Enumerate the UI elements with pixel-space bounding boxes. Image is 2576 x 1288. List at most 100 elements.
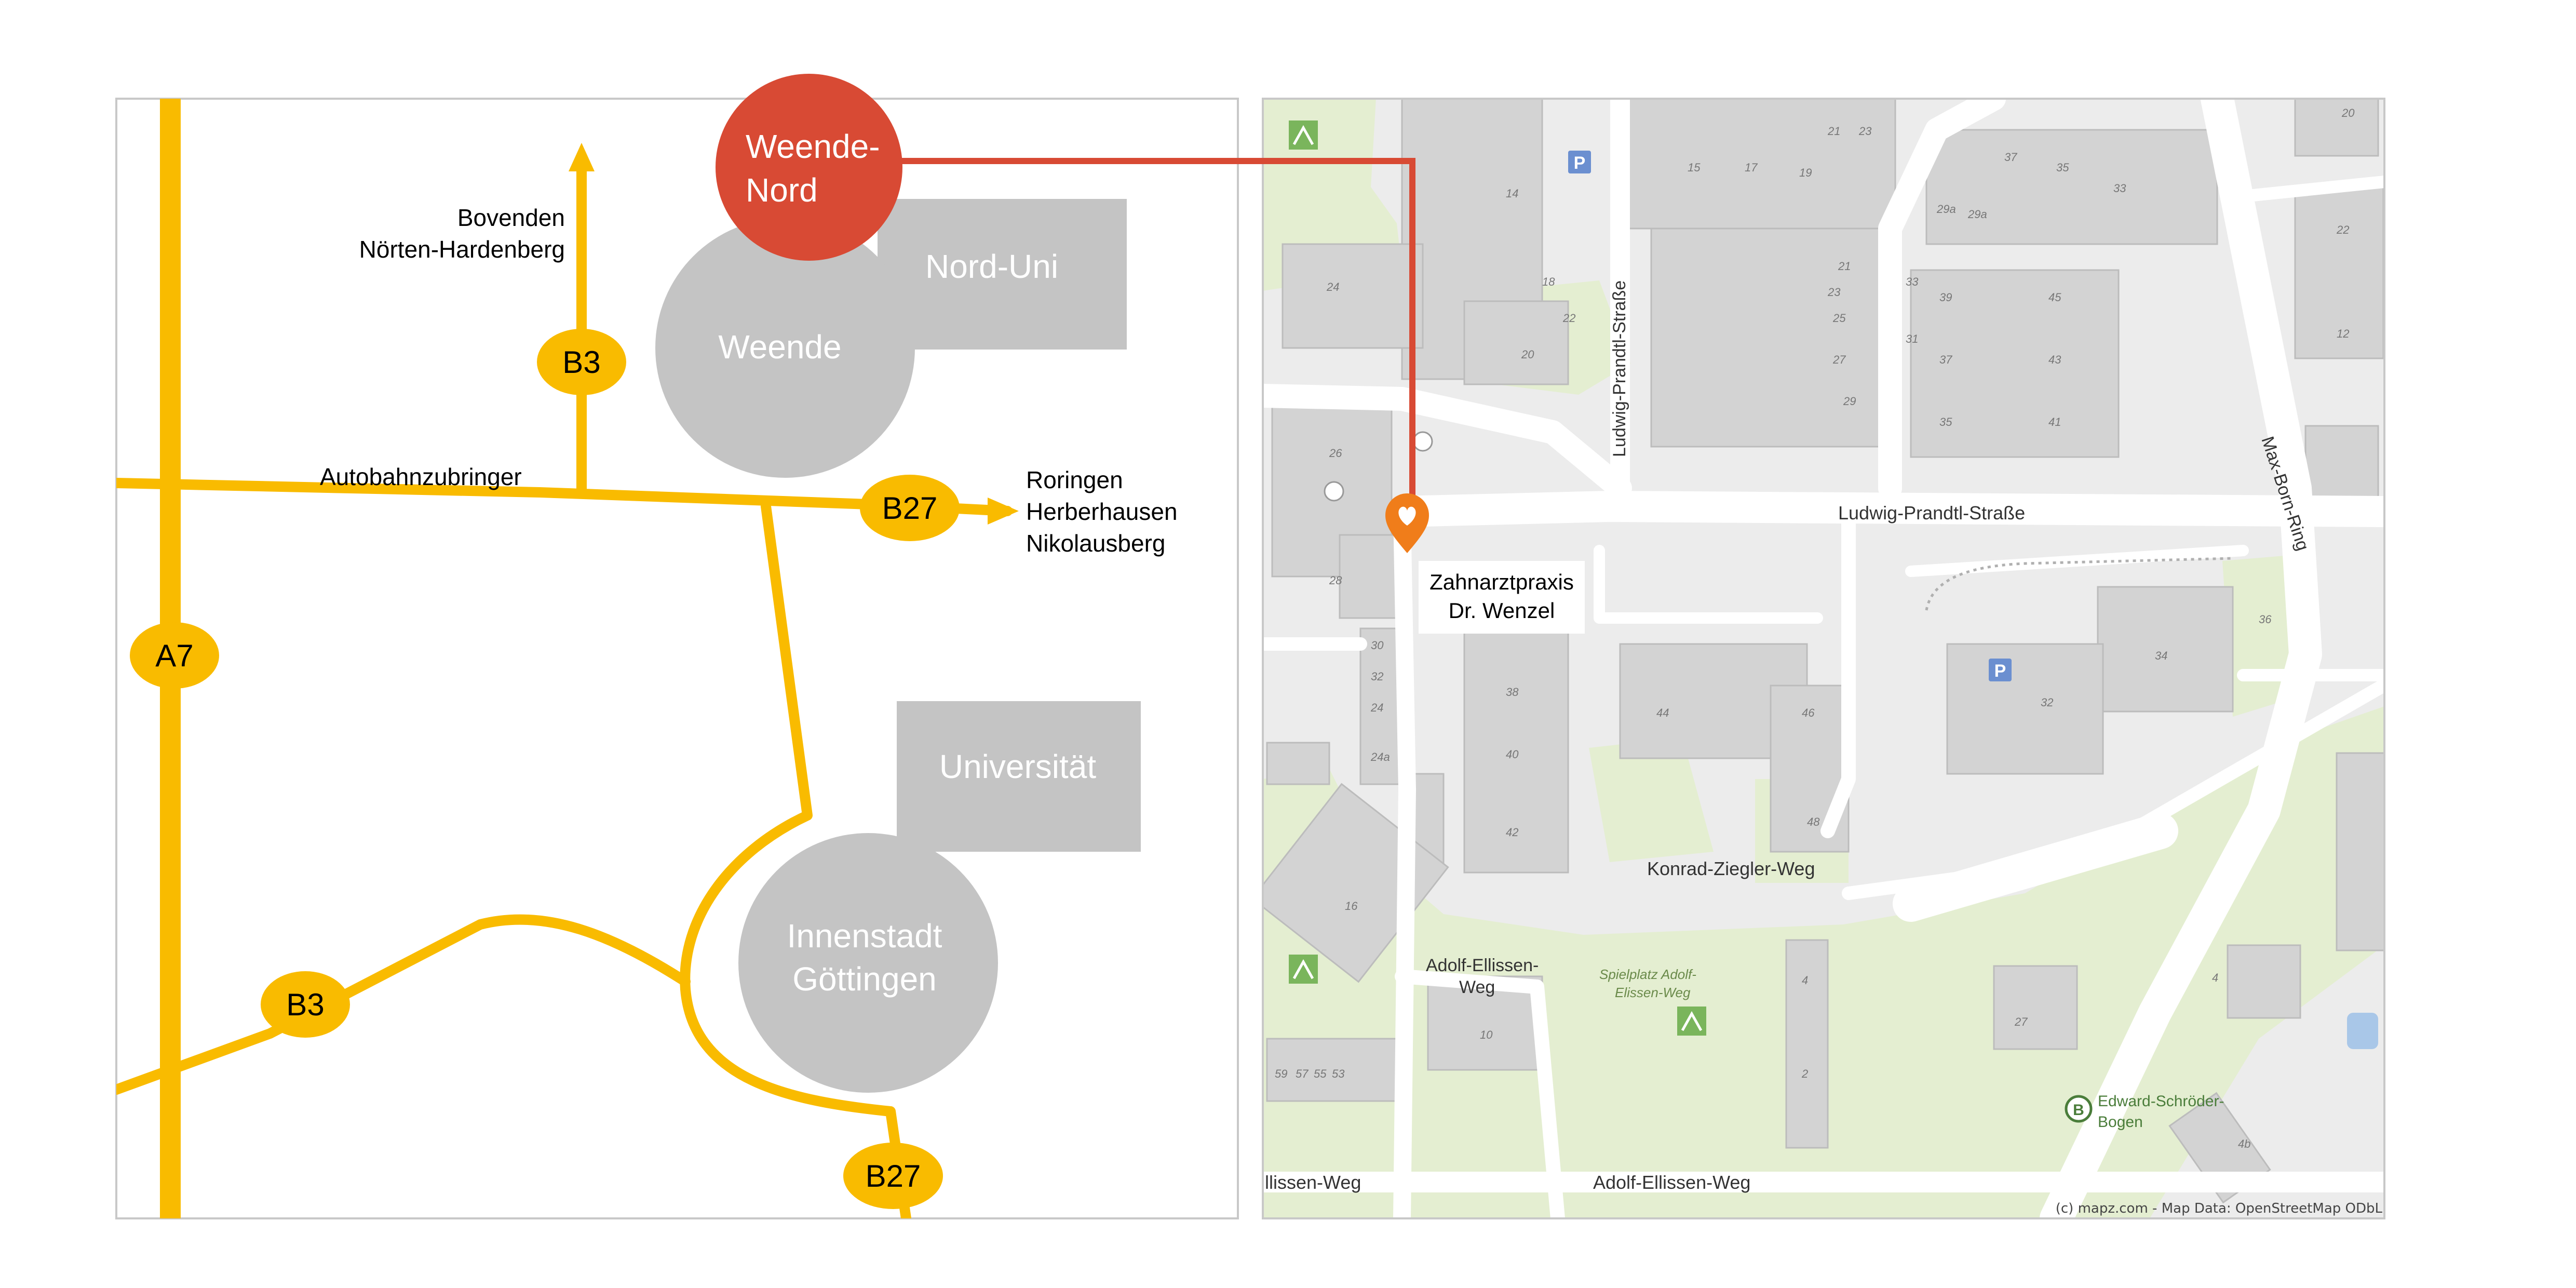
house-number: 42	[1506, 826, 1518, 839]
house-number: 16	[1345, 900, 1358, 913]
label-adolf-ellissen-weg-top-a: Adolf-Ellissen-	[1426, 956, 1539, 975]
house-number: 59	[1275, 1067, 1287, 1080]
house-number: 29a	[1936, 203, 1956, 216]
label-adolf-ellissen-weg-bottom: Adolf-Ellissen-Weg	[1593, 1172, 1750, 1193]
house-number: 27	[1832, 353, 1846, 366]
house-number: 22	[2336, 223, 2349, 236]
badge-b3-north: B3	[537, 329, 626, 395]
arrow-east-icon	[988, 498, 1019, 525]
house-number: 37	[1939, 353, 1952, 366]
house-number: 21	[1827, 125, 1840, 138]
label-universitaet: Universität	[939, 748, 1097, 785]
house-number: 48	[1807, 815, 1820, 828]
label-spielplatz-b: Elissen-Weg	[1615, 985, 1691, 1000]
playground-icon	[1289, 120, 1318, 150]
house-number: 24	[1370, 701, 1383, 714]
house-number: 57	[1296, 1067, 1309, 1080]
house-number: 20	[1521, 348, 1534, 361]
house-number: 21	[1838, 260, 1851, 273]
label-spielplatz-a: Spielplatz Adolf-	[1599, 967, 1696, 982]
house-number: 29a	[1967, 208, 1987, 221]
connector-line	[878, 158, 1415, 503]
house-number: 45	[2048, 291, 2061, 304]
house-number: 44	[1656, 706, 1669, 719]
destination-herberhausen: Herberhausen	[1026, 498, 1178, 525]
label-adolf-ellissen-weg-top-b: Weg	[1459, 977, 1495, 997]
badge-a7-label: A7	[155, 638, 193, 673]
house-number: 32	[2041, 696, 2053, 709]
badge-b3-north-label: B3	[562, 345, 600, 380]
house-number: 8	[1584, 88, 1590, 101]
bus-stop-icon: B	[2065, 1095, 2093, 1123]
arrow-north-icon	[569, 143, 595, 171]
destination-bovenden: Bovenden	[457, 204, 565, 231]
badge-a7: A7	[130, 622, 219, 689]
house-number: 26	[1329, 447, 1342, 460]
house-number: 23	[1858, 125, 1872, 138]
label-weende-nord-line1: Weende-	[746, 128, 880, 165]
house-number: 28	[1329, 574, 1342, 587]
label-innenstadt-line1: Innenstadt	[787, 917, 942, 955]
label-konrad-ziegler-weg: Konrad-Ziegler-Weg	[1647, 858, 1815, 879]
house-number: 18	[1542, 275, 1555, 288]
shop-icon	[1324, 481, 1344, 502]
practice-label-line1: Zahnarztpraxis	[1429, 570, 1574, 594]
house-number: 40	[1506, 748, 1519, 761]
heart-icon	[1398, 506, 1416, 526]
house-number: 36	[2259, 613, 2272, 626]
road-b27-south	[680, 501, 911, 1218]
house-number: 33	[1906, 275, 1919, 288]
house-number: 31	[1906, 332, 1918, 345]
house-number: 1	[1688, 88, 1694, 101]
practice-label-line2: Dr. Wenzel	[1449, 598, 1555, 623]
house-number: 30	[1371, 639, 1384, 652]
badge-b3-southwest: B3	[261, 971, 350, 1038]
road-b3-southwest	[116, 914, 691, 1095]
badge-b27-east: B27	[860, 475, 960, 541]
house-number: 38	[1506, 686, 1519, 699]
house-number: 12	[2337, 327, 2349, 340]
house-number: 20	[2341, 106, 2355, 119]
house-number: 4	[1802, 974, 1808, 987]
destination-noerten-hardenberg: Nörten-Hardenberg	[359, 236, 565, 263]
house-number: 2	[1801, 1067, 1808, 1080]
badge-b27-south: B27	[843, 1143, 943, 1209]
badge-b27-south-label: B27	[866, 1159, 921, 1193]
label-ellissen-weg-left: llissen-Weg	[1265, 1172, 1361, 1193]
house-number: 37	[2004, 151, 2017, 164]
house-number: 32	[1371, 670, 1383, 683]
house-number: 19	[1799, 166, 1812, 179]
house-number: 41	[2048, 415, 2061, 428]
badge-b27-east-label: B27	[882, 491, 938, 526]
label-edward-schroeder-bogen-a: Edward-Schröder-	[2098, 1093, 2224, 1110]
house-number: 33	[2113, 182, 2126, 195]
parking-icon-label-2: P	[1994, 661, 2006, 681]
house-number: 25	[1832, 312, 1846, 325]
mail-icon	[1412, 431, 1433, 452]
label-weende-nord-line2: Nord	[746, 171, 818, 209]
bus-stop-icon-label: B	[2073, 1102, 2084, 1119]
house-number: 55	[1314, 1067, 1327, 1080]
practice-marker[interactable]	[1385, 493, 1429, 553]
house-number: 35	[2056, 161, 2069, 174]
house-number: 14	[1506, 187, 1518, 200]
buildings	[1263, 99, 2384, 1204]
street-labels: Ludwig-Prandtl-Straße Ludwig-Prandtl-Str…	[1265, 280, 2313, 1193]
house-number: 29	[1843, 395, 1856, 408]
label-innenstadt-line2: Göttingen	[792, 960, 937, 998]
house-number: 24	[1326, 280, 1339, 293]
house-number: 22	[1562, 312, 1575, 325]
house-number: 27	[2014, 1015, 2028, 1028]
street-map-frame	[1262, 98, 2385, 1219]
innenstadt-area	[738, 833, 998, 1093]
house-number: 35	[1939, 415, 1952, 428]
house-number: 15	[1688, 161, 1701, 174]
label-edward-schroeder-bogen-b: Bogen	[2098, 1113, 2143, 1131]
parking-icon: P	[1989, 659, 2012, 681]
destination-nikolausberg: Nikolausberg	[1026, 530, 1165, 557]
practice-label: Zahnarztpraxis Dr. Wenzel	[1419, 561, 1585, 634]
label-ludwig-prandtl-strasse: Ludwig-Prandtl-Straße	[1838, 502, 2025, 524]
weende-nord-circle	[716, 74, 902, 261]
